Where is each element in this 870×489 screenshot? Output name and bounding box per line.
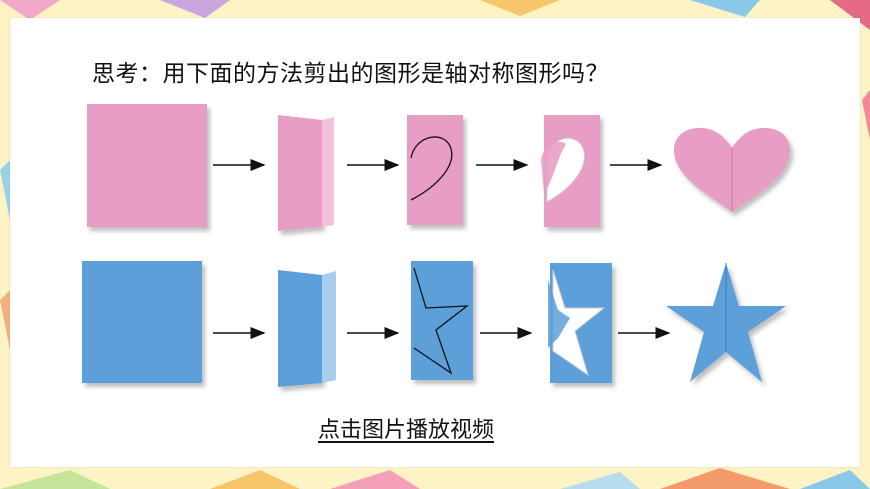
blue-star-shape [666,263,786,382]
deco-shape [830,0,870,30]
pink-drawn-half-heart [407,115,463,225]
deco-shape [160,0,230,18]
paper-cutting-illustration[interactable] [10,18,860,467]
blue-square-paper [82,261,202,383]
play-video-link[interactable]: 点击图片播放视频 [318,418,495,443]
pink-heart-shape [673,127,791,212]
deco-shape [0,160,10,220]
deco-shape [660,468,790,489]
question-text: 思考：用下面的方法剪出的图形是轴对称图形吗？ [92,61,609,87]
deco-shape [690,0,760,17]
pink-folded-paper [278,115,334,231]
heart-sequence[interactable] [87,104,791,231]
pink-cut-half-heart [541,115,600,227]
deco-shape [0,290,10,350]
pink-square-paper [87,104,207,227]
deco-shape [480,0,560,16]
blue-drawn-half-star [411,261,473,380]
deco-shape [800,470,870,489]
blue-folded-paper [278,270,336,387]
deco-shape [330,470,420,489]
deco-shape [0,0,60,20]
star-sequence[interactable] [82,261,786,387]
blue-cut-half-star [548,263,612,383]
deco-shape [862,90,870,140]
deco-shape [210,470,300,489]
slide-panel: 思考：用下面的方法剪出的图形是轴对称图形吗？ [10,18,860,467]
deco-shape [0,470,110,489]
deco-shape [560,472,640,489]
